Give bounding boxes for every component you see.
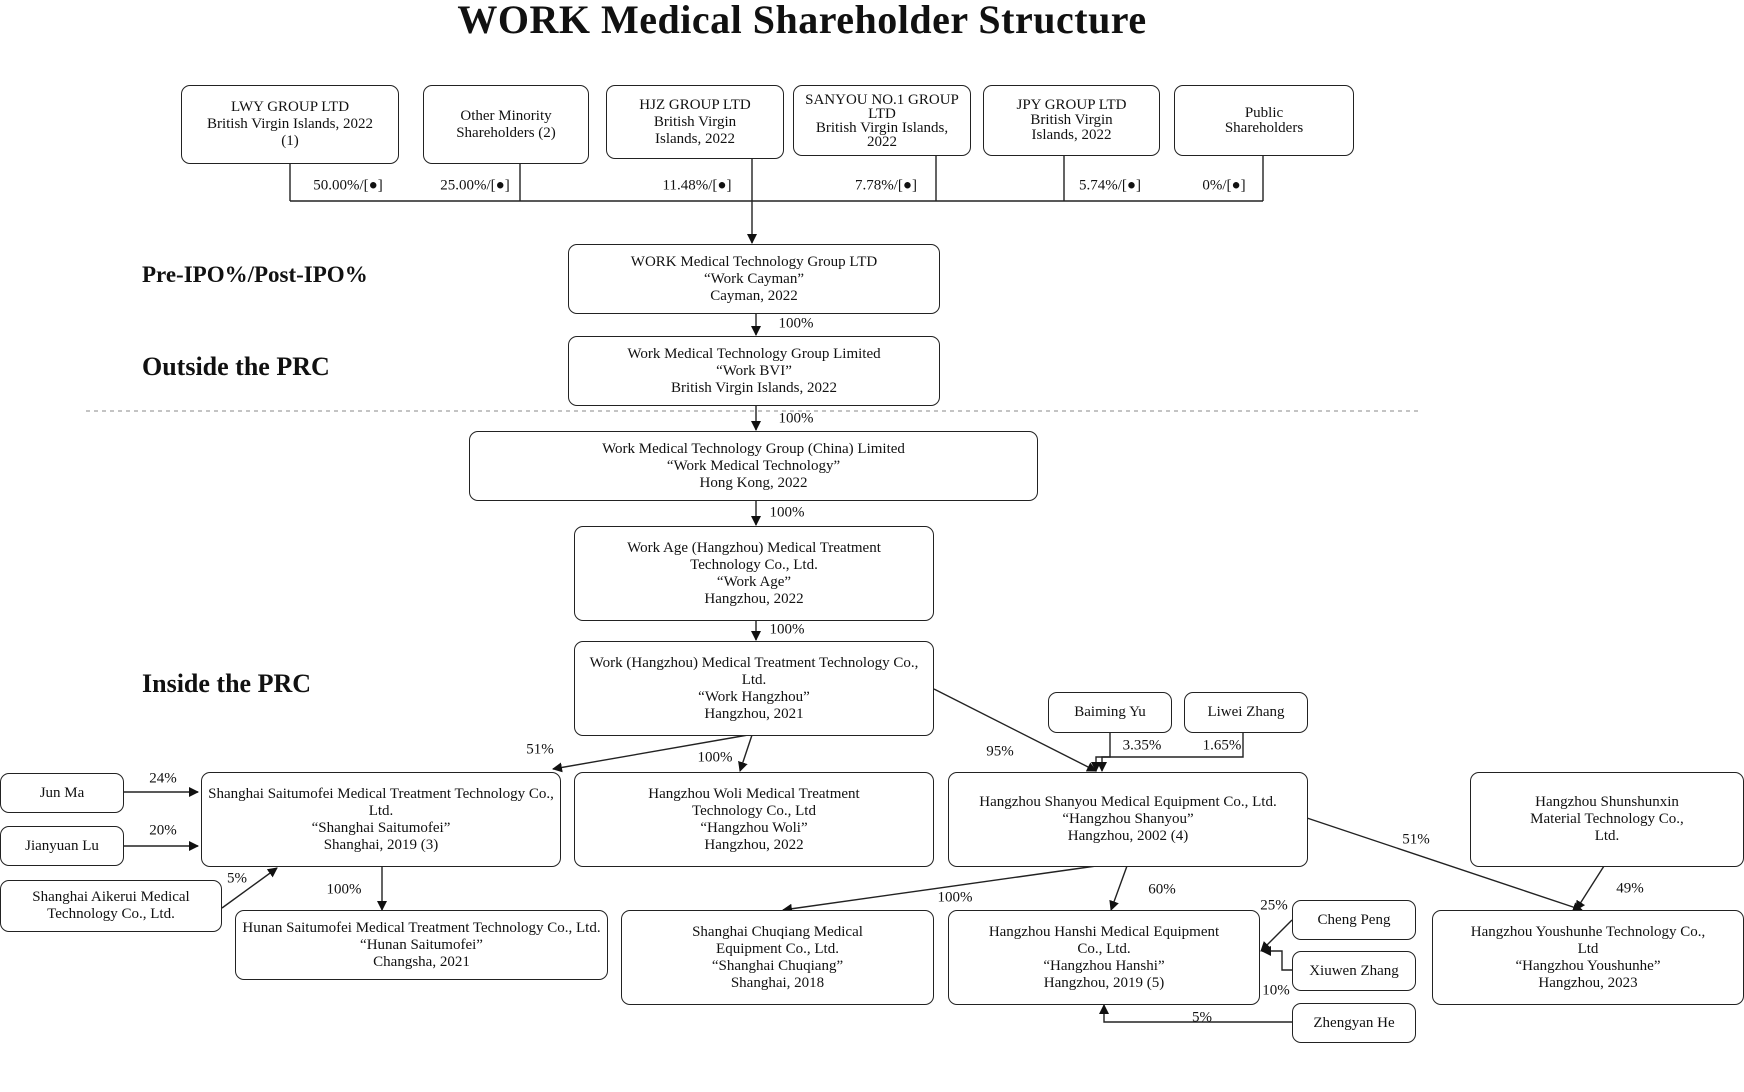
pct-shanyou-chuqiang: 100% xyxy=(937,889,973,906)
pct-cheng-peng: 25% xyxy=(1260,897,1288,914)
entity-hangzhou-shanyou: Hangzhou Shanyou Medical Equipment Co., … xyxy=(948,772,1308,867)
pct-zhengyan-he: 5% xyxy=(1192,1009,1212,1026)
person-jianyuan-lu: Jianyuan Lu xyxy=(0,826,124,866)
page-title: WORK Medical Shareholder Structure xyxy=(457,0,1147,42)
person-liwei-zhang: Liwei Zhang xyxy=(1184,692,1308,733)
pct-bvi-hk: 100% xyxy=(778,410,814,427)
entity-hunan-saitumofei: Hunan Saitumofei Medical Treatment Techn… xyxy=(235,910,608,980)
entity-work-bvi: Work Medical Technology Group Limited“Wo… xyxy=(568,336,940,406)
pct-sanyou: 7.78%/[●] xyxy=(855,177,917,194)
person-xiuwen-zhang: Xiuwen Zhang xyxy=(1292,951,1416,991)
pct-hjz: 11.48%/[●] xyxy=(662,177,732,194)
entity-shanghai-saitumofei: Shanghai Saitumofei Medical Treatment Te… xyxy=(201,772,561,867)
pct-jpy: 5.74%/[●] xyxy=(1079,177,1141,194)
pct-hk-workage: 100% xyxy=(769,504,805,521)
pct-liwei-zhang: 1.65% xyxy=(1202,737,1242,754)
pct-saitumofei-hunan: 100% xyxy=(326,881,362,898)
pct-shanyou-hanshi: 60% xyxy=(1148,881,1176,898)
pct-aikerui: 5% xyxy=(227,870,247,887)
pct-hangzhou-saitumofei: 51% xyxy=(526,741,554,758)
entity-work-medical-technology-hk: Work Medical Technology Group (China) Li… xyxy=(469,431,1038,501)
person-cheng-peng: Cheng Peng xyxy=(1292,900,1416,940)
entity-hangzhou-youshunhe: Hangzhou Youshunhe Technology Co.,Ltd“Ha… xyxy=(1432,910,1744,1005)
pct-jun-ma: 24% xyxy=(149,770,177,787)
pct-baiming-yu: 3.35% xyxy=(1122,737,1162,754)
inside-prc-label: Inside the PRC xyxy=(142,669,312,698)
entity-work-cayman: WORK Medical Technology Group LTD“Work C… xyxy=(568,244,940,314)
pct-xiuwen-zhang: 10% xyxy=(1262,982,1290,999)
pct-shunshunxin-youshunhe: 49% xyxy=(1616,880,1644,897)
person-zhengyan-he: Zhengyan He xyxy=(1292,1003,1416,1043)
pct-shanyou-youshunhe: 51% xyxy=(1402,831,1430,848)
pre-post-ipo-label: Pre-IPO%/Post-IPO% xyxy=(142,262,368,287)
person-jun-ma: Jun Ma xyxy=(0,773,124,813)
pct-public: 0%/[●] xyxy=(1202,177,1246,194)
person-baiming-yu: Baiming Yu xyxy=(1048,692,1172,733)
pct-workage-hangzhou: 100% xyxy=(769,621,805,638)
entity-work-hangzhou: Work (Hangzhou) Medical Treatment Techno… xyxy=(574,641,934,736)
pct-hangzhou-shanyou: 95% xyxy=(986,743,1014,760)
pct-other-minority: 25.00%/[●] xyxy=(440,177,510,194)
pct-cayman-bvi: 100% xyxy=(778,315,814,332)
pct-jianyuan-lu: 20% xyxy=(149,822,177,839)
pct-hangzhou-woli: 100% xyxy=(697,749,733,766)
outside-prc-label: Outside the PRC xyxy=(142,352,330,381)
pct-lwy: 50.00%/[●] xyxy=(313,177,383,194)
